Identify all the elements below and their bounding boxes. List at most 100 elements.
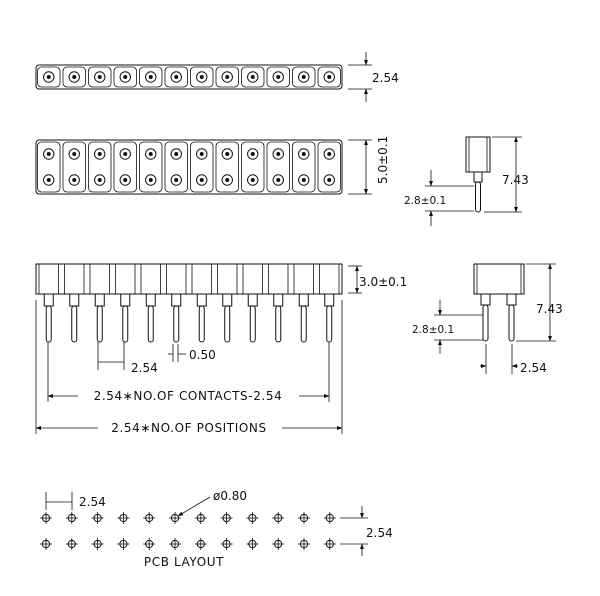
- strip-double-contact: [68, 148, 80, 160]
- strip-top-cell: [88, 66, 112, 88]
- pcb-row-label: 2.54: [366, 526, 393, 540]
- strip-top-contact-center: [174, 75, 179, 79]
- strip-double-contact: [196, 148, 208, 160]
- pcb-hole: [119, 513, 128, 523]
- strip-double-contact: [298, 148, 310, 160]
- strip-double-contact-center: [72, 152, 77, 156]
- strip-top-contact: [94, 71, 106, 83]
- strip-top-contact: [43, 71, 55, 83]
- pcb-hole: [67, 513, 76, 523]
- pcb-hole: [325, 513, 334, 523]
- strip-top-contact-center: [97, 75, 102, 79]
- strip-double-cell: [215, 141, 239, 193]
- pcb-hole: [41, 539, 51, 549]
- strip-double-cell: [292, 141, 316, 193]
- strip-top-cell: [164, 66, 188, 88]
- pcb-hole: [299, 539, 309, 549]
- strip-top-contact-center: [225, 75, 230, 79]
- strip-side-pitch-label: 2.54: [131, 361, 158, 375]
- strip-top-contact-center: [46, 75, 51, 79]
- side-double-pin-label: 2.8±0.1: [412, 324, 454, 336]
- strip-double-contact-center: [174, 152, 179, 156]
- strip-double-cell: [190, 141, 214, 193]
- strip-double-contact: [145, 148, 157, 160]
- strip-double-contact: [43, 148, 55, 160]
- strip-top-cell: [215, 66, 239, 88]
- strip-top-contact-center: [72, 75, 77, 79]
- strip-double-contact: [196, 174, 208, 186]
- strip-side-dimensions: 3.0±0.1 2.54 0.50 2.54∗NO.OF CONTACTS-2.…: [35, 265, 407, 435]
- strip-double-contact-center: [276, 152, 281, 156]
- strip-top-contact: [221, 71, 233, 83]
- pcb-hole: [67, 539, 76, 549]
- strip-top-cell: [62, 66, 86, 88]
- strip-double-cell: [37, 141, 61, 193]
- strip-top-contact: [145, 71, 157, 83]
- strip-top-cell: [139, 66, 163, 88]
- strip-side-positions-label: 2.54∗NO.OF POSITIONS: [111, 421, 266, 435]
- strip-double-outline: [35, 139, 343, 195]
- strip-double-cell: [113, 141, 137, 193]
- strip-double-contact-center: [97, 178, 102, 182]
- strip-double-cell: [62, 141, 86, 193]
- pcb-hole: [170, 539, 180, 549]
- pcb-hole: [248, 513, 257, 523]
- strip-double-contact-center: [174, 178, 179, 182]
- pcb-hole: [222, 513, 231, 523]
- strip-top-contact: [323, 71, 335, 83]
- strip-double-cell: [139, 141, 163, 193]
- pcb-layout-holes: [40, 512, 336, 550]
- side-single-height-label: 7.43: [502, 173, 529, 187]
- strip-double-contact: [94, 148, 106, 160]
- strip-side-body-label: 3.0±0.1: [359, 275, 407, 289]
- strip-side-body: [35, 263, 343, 295]
- strip-double-contact: [170, 174, 182, 186]
- strip-double-contact-center: [250, 152, 255, 156]
- strip-top-contact-center: [327, 75, 332, 79]
- strip-double-contact: [119, 148, 131, 160]
- pcb-hole: [41, 513, 51, 523]
- pcb-hole: [196, 539, 205, 549]
- pcb-hole: [325, 539, 334, 549]
- strip-double-contact-center: [72, 178, 77, 182]
- side-single-pin-label: 2.8±0.1: [404, 195, 446, 207]
- double-row-side-view: 7.43 2.8±0.1 2.54: [412, 263, 563, 375]
- strip-side-shoulder: [247, 293, 258, 307]
- pcb-hole-label: ø0.80: [213, 489, 247, 503]
- pcb-hole: [93, 513, 102, 523]
- pcb-hole: [93, 539, 102, 549]
- strip-double-contact-center: [225, 152, 230, 156]
- strip-double-contact: [221, 174, 233, 186]
- strip-double-cell: [241, 141, 265, 193]
- strip-double-cell: [164, 141, 188, 193]
- pcb-hole: [248, 539, 257, 549]
- strip-double-contact-center: [327, 178, 332, 182]
- pcb-hole: [274, 513, 283, 523]
- strip-double-contact-center: [148, 152, 153, 156]
- strip-double-contact: [323, 174, 335, 186]
- strip-double-contact: [272, 148, 284, 160]
- strip-double-contact-center: [225, 178, 230, 182]
- double-row-top-view: [35, 139, 343, 195]
- single-row-top-view: [35, 64, 343, 90]
- strip-side-pin: [147, 305, 154, 343]
- pcb-hole: [196, 513, 205, 523]
- strip-top-contact-center: [276, 75, 281, 79]
- strip-side-pin: [300, 305, 307, 343]
- strip-double-contact: [145, 174, 157, 186]
- pcb-hole: [274, 539, 283, 549]
- strip-double-height-label: 5.0±0.1: [376, 136, 390, 184]
- strip-double-contact-center: [148, 178, 153, 182]
- pcb-dimensions: 2.54 ø0.80 2.54 PCB LAYOUT: [45, 489, 393, 569]
- strip-side-shoulder: [94, 293, 105, 307]
- pcb-hole: [119, 539, 128, 549]
- strip-double-contact-center: [46, 152, 51, 156]
- strip-top-height-label: 2.54: [372, 71, 399, 85]
- strip-double-contact: [247, 148, 259, 160]
- strip-double-contact: [298, 174, 310, 186]
- pcb-hole: [170, 513, 180, 523]
- strip-side-pin: [71, 305, 78, 343]
- strip-top-contact-center: [123, 75, 128, 79]
- strip-double-height-dimension: 5.0±0.1: [348, 136, 390, 195]
